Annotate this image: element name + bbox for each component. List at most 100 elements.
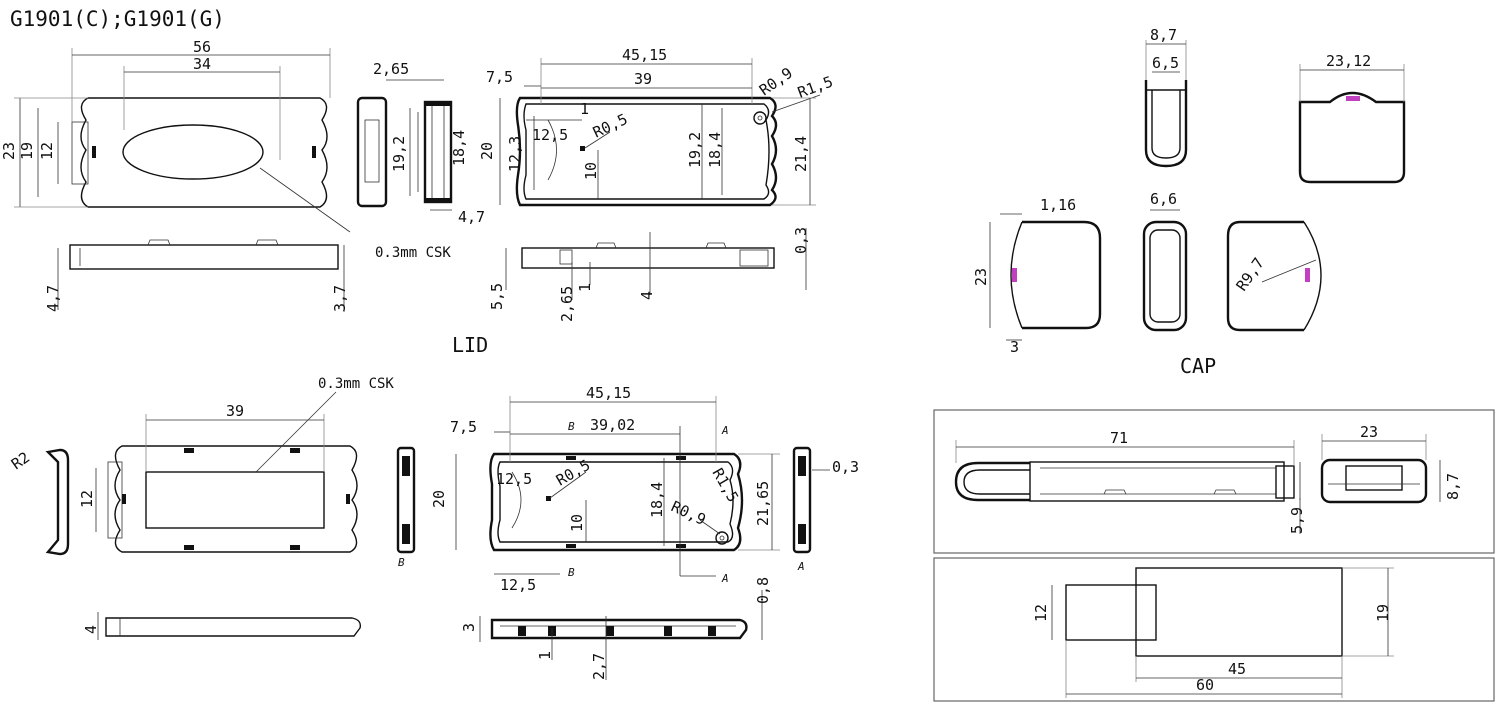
dim-6-6-cap: 6,6 bbox=[1150, 190, 1177, 208]
dim-1-top: 1 bbox=[580, 100, 589, 118]
dim-3-cap: 3 bbox=[1010, 338, 1019, 356]
dim-10-bottom: 10 bbox=[568, 514, 586, 532]
dim-4-7-side: 4,7 bbox=[458, 208, 485, 226]
dim-r0-9-top: R0,9 bbox=[756, 64, 796, 99]
dim-12-bottom: 12 bbox=[78, 490, 96, 508]
dim-6-5-cap: 6,5 bbox=[1152, 54, 1179, 72]
dim-19-assembly: 19 bbox=[1374, 604, 1392, 622]
lid-front-view bbox=[71, 97, 328, 208]
dim-23-assembly: 23 bbox=[1360, 423, 1378, 441]
dim-3-7-end: 3,7 bbox=[331, 285, 349, 312]
note-csk-top: 0.3mm CSK bbox=[375, 245, 451, 261]
dim-12-5-top: 12,5 bbox=[532, 126, 568, 144]
dim-7-5-bottom: 7,5 bbox=[450, 418, 477, 436]
dim-21-4-top: 21,4 bbox=[792, 136, 810, 172]
dim-8-7-cap: 8,7 bbox=[1150, 26, 1177, 44]
dim-10-top: 10 bbox=[582, 162, 600, 180]
ref-b-bottom: B bbox=[568, 566, 575, 579]
dim-0-3-end: 0,3 bbox=[792, 227, 810, 254]
base-top-view bbox=[489, 452, 744, 552]
dim-r0-9-bottom: R0,9 bbox=[668, 497, 708, 529]
dim-45-assembly: 45 bbox=[1228, 660, 1246, 678]
dim-r9-7-cap: R9,7 bbox=[1233, 254, 1268, 294]
dim-18-4-side: 18,4 bbox=[450, 130, 468, 166]
ref-a-top: A bbox=[721, 424, 729, 437]
dim-18-4-top: 18,4 bbox=[706, 132, 724, 168]
dim-2-7-base: 2,7 bbox=[590, 653, 608, 680]
lid-end-view: 4,7 3,7 bbox=[44, 239, 349, 312]
dim-18-4-bottom: 18,4 bbox=[648, 482, 666, 518]
dim-r1-5-bottom: R1,5 bbox=[709, 465, 743, 505]
base-left-end: R2 bbox=[8, 448, 70, 556]
dim-71: 71 bbox=[1110, 429, 1128, 447]
dim-19-2-side: 19,2 bbox=[390, 136, 408, 172]
ref-a-bottom: A bbox=[721, 572, 729, 585]
assembly-top-view: 45 60 12 19 bbox=[1032, 567, 1394, 698]
dim-12: 12 bbox=[38, 142, 56, 160]
dim-23: 23 bbox=[0, 142, 18, 160]
dim-4-base: 4 bbox=[82, 625, 100, 634]
dim-r0-5-bottom: R0,5 bbox=[553, 456, 593, 490]
dim-21-65: 21,65 bbox=[754, 481, 772, 526]
dim-39-bottom: 39 bbox=[226, 402, 244, 420]
dim-20-bottom: 20 bbox=[430, 490, 448, 508]
lid-top-end-view: 5,5 2,65 1 4 0,3 bbox=[488, 227, 810, 322]
dim-5-9: 5,9 bbox=[1288, 507, 1306, 534]
dim-45-15-bottom: 45,15 bbox=[586, 384, 631, 402]
cap-views: 8,7 6,5 23,12 23 1,16 3 6,6 R9,7 bbox=[972, 26, 1406, 356]
dim-1-base: 1 bbox=[536, 651, 554, 660]
ref-b-side: B bbox=[398, 556, 405, 569]
dim-r2-bottom: R2 bbox=[8, 448, 33, 473]
assembly-end-view: 23 8,7 bbox=[1320, 423, 1462, 504]
dim-19: 19 bbox=[18, 142, 36, 160]
dim-60-assembly: 60 bbox=[1196, 676, 1214, 694]
ref-b-top: B bbox=[568, 420, 575, 433]
dim-23-cap: 23 bbox=[972, 268, 990, 286]
dim-12-5-bottom-a: 12,5 bbox=[496, 470, 532, 488]
dim-12-5-bottom-b: 12,5 bbox=[500, 576, 536, 594]
dim-12-3-top: 12,3 bbox=[506, 136, 524, 172]
base-end-view-right: 3 1 2,7 0,8 bbox=[460, 577, 772, 680]
dim-r0-5-top: R0,5 bbox=[590, 110, 630, 142]
dim-39-02: 39,02 bbox=[590, 416, 635, 434]
lid-top-dims: 45,15 7,5 39 R0,9 R1,5 R0,5 12,3 12,5 1 … bbox=[478, 46, 835, 206]
lid-side-dims: 2,65 19,2 18,4 4,7 bbox=[373, 60, 485, 226]
oval-window bbox=[122, 124, 264, 180]
assembly-top-frame bbox=[933, 557, 1495, 702]
dim-2-65: 2,65 bbox=[373, 60, 409, 78]
dim-4-7-end: 4,7 bbox=[44, 285, 62, 312]
dim-0-8-base: 0,8 bbox=[754, 577, 772, 604]
dim-5-5: 5,5 bbox=[488, 283, 506, 310]
dim-2-65-end: 2,65 bbox=[558, 286, 576, 322]
dim-1-16-cap: 1,16 bbox=[1040, 196, 1076, 214]
dim-20-top: 20 bbox=[478, 142, 496, 160]
lid-front-dims: 56 34 23 19 12 0.3mm CSK bbox=[0, 38, 451, 261]
cap-label: CAP bbox=[1180, 354, 1216, 378]
dim-39-top: 39 bbox=[634, 70, 652, 88]
base-front-view: 39 12 0.3mm CSK bbox=[78, 376, 394, 553]
dim-23-12-cap: 23,12 bbox=[1326, 52, 1371, 70]
base-end-view-left: 4 bbox=[82, 612, 362, 640]
dim-56: 56 bbox=[193, 38, 211, 56]
dim-34: 34 bbox=[193, 55, 211, 73]
assembly-side-frame bbox=[933, 409, 1495, 554]
lid-top-view bbox=[515, 96, 778, 207]
assembly-side-view: 71 5,9 bbox=[954, 429, 1306, 534]
dim-0-3-bottom: 0,3 bbox=[832, 458, 859, 476]
dim-1-end: 1 bbox=[576, 283, 594, 292]
dim-3-base: 3 bbox=[460, 623, 478, 632]
base-side-views: B A 0,3 bbox=[396, 446, 859, 573]
dim-12-assembly: 12 bbox=[1032, 604, 1050, 622]
lid-label: LID bbox=[452, 333, 488, 357]
note-csk-bottom: 0.3mm CSK bbox=[318, 376, 394, 392]
dim-8-7-assembly: 8,7 bbox=[1444, 473, 1462, 500]
ref-a-side: A bbox=[797, 560, 805, 573]
base-top-dims: 45,15 7,5 B 39,02 A A 20 12,5 R0,5 10 18… bbox=[430, 384, 780, 594]
dim-r1-5-top: R1,5 bbox=[795, 72, 835, 101]
dim-19-2-top: 19,2 bbox=[686, 132, 704, 168]
dim-7-5-top: 7,5 bbox=[486, 68, 513, 86]
dim-4-end: 4 bbox=[638, 291, 656, 300]
drawing-title: G1901(C);G1901(G) bbox=[10, 7, 225, 31]
dim-45-15-top: 45,15 bbox=[622, 46, 667, 64]
